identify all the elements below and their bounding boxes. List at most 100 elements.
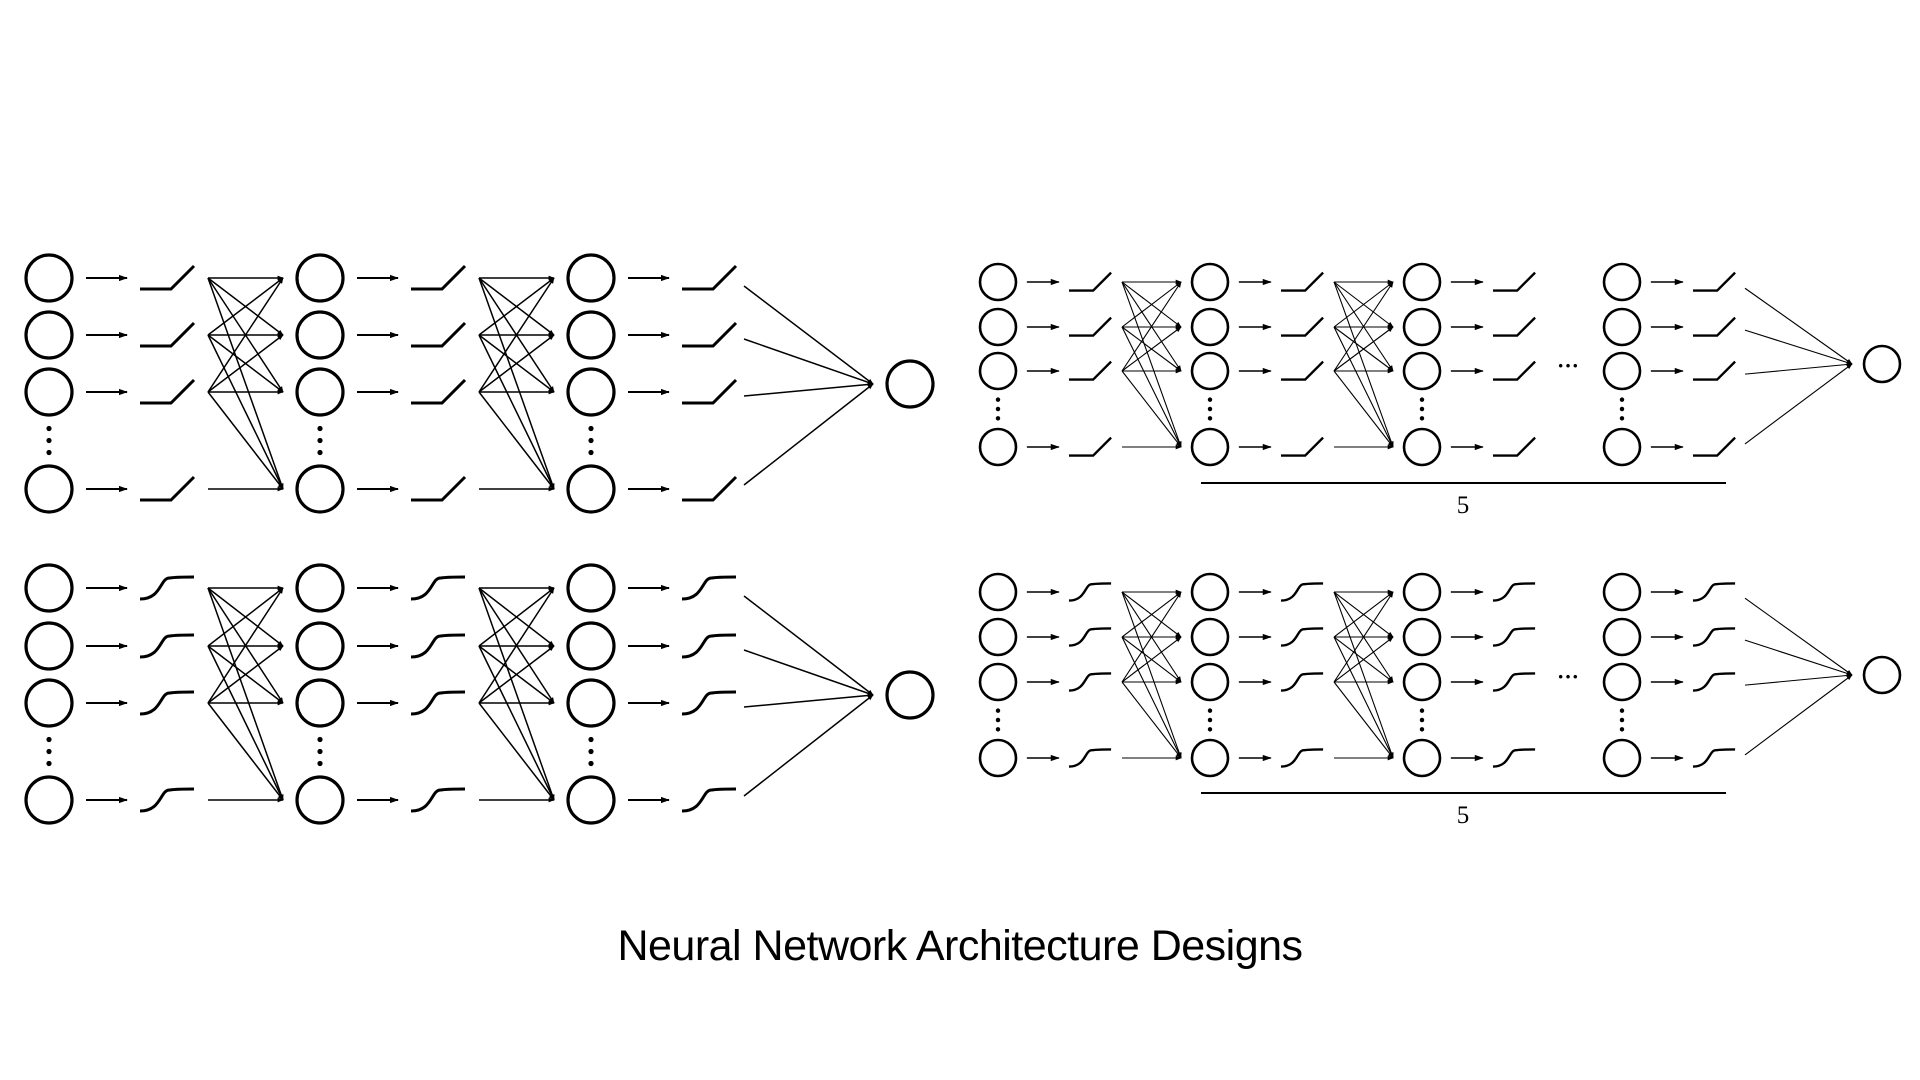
vertical-ellipsis-dot xyxy=(588,425,594,432)
neuron-node xyxy=(1402,307,1442,347)
relu-activation-icon xyxy=(140,264,196,291)
relu-activation-icon xyxy=(682,378,738,405)
sigmoid-activation-icon xyxy=(139,787,195,813)
weight-connection xyxy=(1121,281,1182,328)
neuron-node xyxy=(295,464,345,514)
weight-connection xyxy=(1121,636,1182,759)
neuron-node xyxy=(978,738,1018,778)
relu-activation-icon xyxy=(1492,271,1536,292)
output-neuron-node xyxy=(1862,655,1902,695)
vertical-ellipsis-dot xyxy=(1419,397,1425,402)
sigmoid-activation-icon xyxy=(681,690,737,716)
weight-connection xyxy=(1121,281,1182,372)
neuron-node xyxy=(1190,617,1230,657)
weight-connection xyxy=(1333,370,1394,448)
weight-connection xyxy=(1121,591,1182,759)
vertical-ellipsis-dot xyxy=(995,708,1001,713)
vertical-ellipsis-dot xyxy=(995,406,1001,412)
output-connection xyxy=(743,694,874,797)
output-neuron-node xyxy=(885,670,935,720)
relu-activation-icon xyxy=(1068,360,1112,381)
sigmoid-activation-icon xyxy=(1692,748,1736,768)
vertical-ellipsis-dot xyxy=(46,425,52,432)
vertical-ellipsis-dot xyxy=(995,727,1001,732)
neuron-node xyxy=(24,310,74,360)
output-connection xyxy=(1744,329,1853,365)
neuron-node xyxy=(24,563,74,613)
vertical-ellipsis-dot xyxy=(1619,717,1625,723)
sigmoid-activation-icon xyxy=(1280,582,1324,602)
neuron-node xyxy=(566,464,616,514)
relu-activation-icon xyxy=(1280,316,1324,337)
sigmoid-activation-icon xyxy=(1492,748,1536,768)
sigmoid-activation-icon xyxy=(1068,672,1112,692)
vertical-ellipsis-dot xyxy=(995,717,1001,723)
sigmoid-activation-icon xyxy=(410,787,466,813)
weight-connection xyxy=(1333,281,1394,448)
neuron-node xyxy=(1190,262,1230,302)
weight-connection xyxy=(207,391,284,490)
neuron-node xyxy=(1190,738,1230,778)
sigmoid-activation-icon xyxy=(1068,582,1112,602)
vertical-ellipsis-dot xyxy=(1619,416,1625,421)
sigmoid-activation-icon xyxy=(1068,627,1112,647)
vertical-ellipsis-dot xyxy=(317,748,323,755)
relu-activation-icon xyxy=(1492,360,1536,381)
weight-connection xyxy=(207,645,284,801)
neuron-node xyxy=(1602,351,1642,391)
weight-connection xyxy=(478,277,555,393)
sigmoid-activation-icon xyxy=(681,633,737,659)
neuron-node xyxy=(566,563,616,613)
vertical-ellipsis-dot xyxy=(1419,708,1425,713)
neuron-node xyxy=(295,621,345,671)
relu-activation-icon xyxy=(140,321,196,348)
repeat-count-label: 5 xyxy=(1457,802,1470,829)
weight-connection xyxy=(1121,326,1182,448)
weight-connection xyxy=(1121,326,1182,372)
vertical-ellipsis-dot xyxy=(1619,708,1625,713)
relu-activation-icon xyxy=(1692,360,1736,381)
weight-connection xyxy=(1333,281,1394,328)
relu-activation-icon xyxy=(682,321,738,348)
weight-connection xyxy=(1333,681,1394,759)
weight-connection xyxy=(478,645,555,704)
layer-ellipsis: ··· xyxy=(1557,353,1579,378)
weight-connection xyxy=(1333,591,1394,759)
vertical-ellipsis-dot xyxy=(317,449,323,456)
neuron-node xyxy=(1602,427,1642,467)
output-connection xyxy=(1744,639,1853,676)
neuron-node xyxy=(1402,738,1442,778)
relu-activation-icon xyxy=(1068,316,1112,337)
vertical-ellipsis-dot xyxy=(1419,416,1425,421)
weight-connection xyxy=(207,702,284,801)
vertical-ellipsis-dot xyxy=(588,449,594,456)
weight-connection xyxy=(478,587,555,801)
neuron-node xyxy=(295,253,345,303)
neuron-node xyxy=(1402,572,1442,612)
neuron-node xyxy=(24,621,74,671)
neuron-node xyxy=(295,563,345,613)
vertical-ellipsis-dot xyxy=(46,736,52,743)
weight-connection xyxy=(478,587,555,704)
neuron-node xyxy=(1602,662,1642,702)
network-sigmoid-deep: ···5 xyxy=(978,572,1902,829)
weight-connection xyxy=(478,277,555,336)
output-connection xyxy=(1744,674,1853,756)
output-connection xyxy=(1744,287,1853,365)
neuron-node xyxy=(1190,351,1230,391)
output-connection xyxy=(743,649,874,696)
neuron-node xyxy=(1402,262,1442,302)
relu-activation-icon xyxy=(140,378,196,405)
weight-connection xyxy=(207,587,284,647)
output-connection xyxy=(743,285,874,385)
weight-connection xyxy=(1333,591,1394,638)
weight-connection xyxy=(207,587,284,704)
sigmoid-activation-icon xyxy=(1692,672,1736,692)
neuron-node xyxy=(978,427,1018,467)
neuron-node xyxy=(1190,427,1230,467)
weight-connection xyxy=(1121,591,1182,683)
relu-activation-icon xyxy=(1068,436,1112,457)
vertical-ellipsis-dot xyxy=(1207,406,1213,412)
output-connection xyxy=(743,595,874,696)
